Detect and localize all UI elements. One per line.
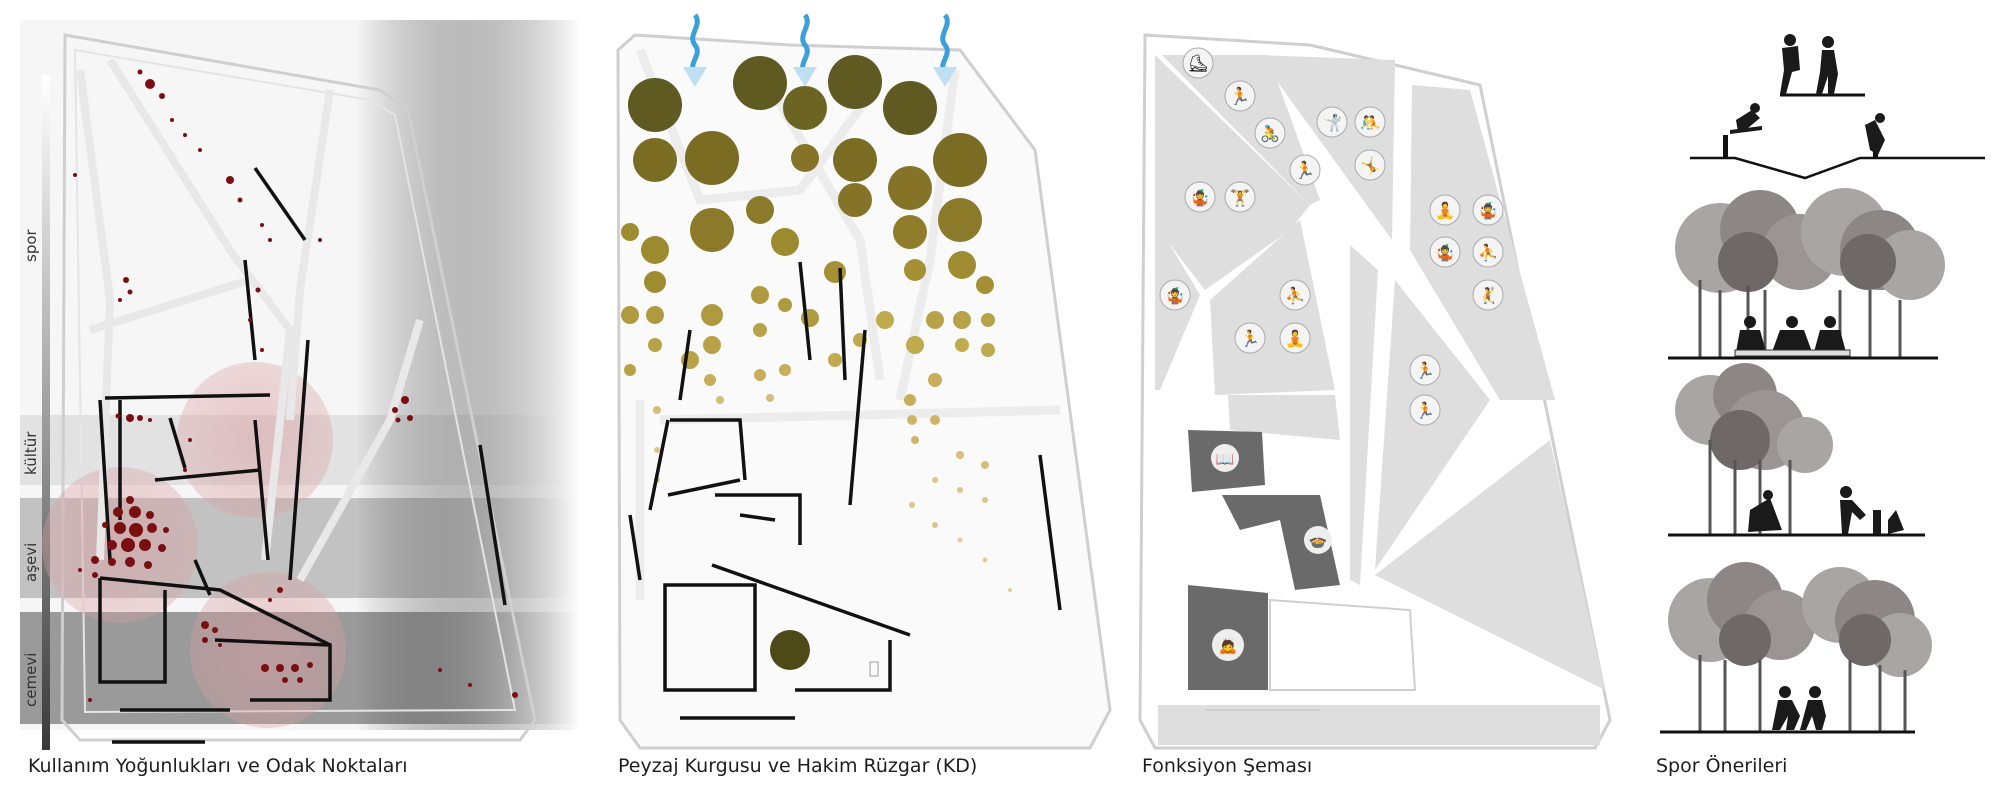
tree-silhouette-icon xyxy=(1675,363,1833,535)
focus-area xyxy=(177,362,333,518)
landscape-caption: Peyzaj Kurgusu ve Hakim Rüzgar (KD) xyxy=(618,755,978,777)
svg-text:🤹: 🤹 xyxy=(1435,243,1455,262)
svg-text:🤾: 🤾 xyxy=(1478,286,1498,305)
juggling-icon: 🤹 xyxy=(1159,279,1191,311)
running-icon: 🏃 xyxy=(1409,354,1441,386)
person-silhouette-icon xyxy=(1730,103,1885,155)
svg-text:🏃: 🏃 xyxy=(1229,86,1250,106)
svg-text:🤹: 🤹 xyxy=(1190,188,1210,207)
running-icon: 🏃 xyxy=(1289,154,1321,186)
cycling-icon: 🚴 xyxy=(1254,117,1286,149)
meal-icon: 🍲 xyxy=(1304,526,1332,554)
svg-text:🏋: 🏋 xyxy=(1230,188,1250,207)
usage-panel xyxy=(20,20,580,750)
zone-label-kultur: kültür xyxy=(22,431,40,475)
person-silhouette-icon xyxy=(1748,486,1904,534)
zone-label-cemevi: cemevi xyxy=(22,652,40,707)
focus-area xyxy=(190,572,346,728)
ball-exercise-icon: ⛹ xyxy=(1472,236,1504,268)
skate-scene xyxy=(1690,34,1985,180)
yoga-icon: 🧘 xyxy=(1429,194,1461,226)
tree-silhouette-icon xyxy=(1675,188,1945,358)
svg-text:🧘: 🧘 xyxy=(1285,329,1305,348)
exercise-icon: 🤾 xyxy=(1472,279,1504,311)
zone-label-spor: spor xyxy=(22,229,40,262)
exercise-icon: 🤸 xyxy=(1354,149,1386,181)
exercise-icon: 🏋 xyxy=(1224,181,1256,213)
svg-text:🤼: 🤼 xyxy=(1360,115,1380,132)
svg-text:🍲: 🍲 xyxy=(1309,532,1328,550)
person-silhouette-icon xyxy=(1772,686,1826,730)
yoga-icon: 🧘 xyxy=(1279,322,1311,354)
usage-caption: Kullanım Yoğunlukları ve Odak Noktaları xyxy=(28,755,408,777)
functions-caption: Fonksiyon Şeması xyxy=(1142,755,1313,777)
svg-text:🙇: 🙇 xyxy=(1219,637,1238,655)
juggling-icon: 🤹 xyxy=(1429,236,1461,268)
activity-icons: ⛸ 🏃 🚴 🏃 🤺 🤼 🤸 🤹 🏋 🤹 ⛹ 🏃 🧘 🧘 🤹 🤹 ⛹ 🤾 🏃 🏃 … xyxy=(1159,47,1504,661)
svg-text:📖: 📖 xyxy=(1216,451,1235,468)
reading-icon: 📖 xyxy=(1211,444,1239,472)
skateboard-icon: ⛸ xyxy=(1182,47,1214,79)
yoga-icon xyxy=(1736,316,1846,352)
svg-text:🚴: 🚴 xyxy=(1260,124,1280,143)
svg-text:🤹: 🤹 xyxy=(1165,286,1185,305)
juggling-icon: 🤹 xyxy=(1472,194,1504,226)
svg-text:⛹: ⛹ xyxy=(1478,243,1498,262)
person-silhouette-icon xyxy=(1780,34,1838,94)
intensity-scale-bar xyxy=(42,75,50,750)
zone-label-asevi: aşevi xyxy=(22,542,40,582)
tree-silhouette-icon xyxy=(1668,562,1932,732)
prayer-icon: 🙇 xyxy=(1212,629,1244,661)
svg-text:🤹: 🤹 xyxy=(1478,201,1498,220)
running-icon: 🏃 xyxy=(1224,80,1256,112)
sports-panel xyxy=(1660,34,1985,734)
martial-arts-icon: 🤼 xyxy=(1354,106,1386,138)
svg-text:🧘: 🧘 xyxy=(1435,201,1455,220)
svg-text:🤺: 🤺 xyxy=(1322,113,1342,132)
svg-text:⛹: ⛹ xyxy=(1285,286,1305,305)
svg-text:🏃: 🏃 xyxy=(1415,361,1435,380)
ball-exercise-icon: ⛹ xyxy=(1279,279,1311,311)
sports-caption: Spor Önerileri xyxy=(1656,755,1788,777)
svg-text:⛸: ⛸ xyxy=(1187,54,1209,73)
svg-text:🏃: 🏃 xyxy=(1415,401,1435,420)
svg-text:🏃: 🏃 xyxy=(1240,329,1260,348)
svg-text:🏃: 🏃 xyxy=(1294,160,1315,180)
svg-text:🤸: 🤸 xyxy=(1360,156,1380,175)
exercise-icon: 🏃 xyxy=(1234,322,1266,354)
boxing-icon: 🤺 xyxy=(1316,106,1348,138)
functions-panel: ⛸ 🏃 🚴 🏃 🤺 🤼 🤸 🤹 🏋 🤹 ⛹ 🏃 🧘 🧘 🤹 🤹 ⛹ 🤾 🏃 🏃 … xyxy=(1138,33,1612,750)
running-icon: 🏃 xyxy=(1409,394,1441,426)
landscape-panel xyxy=(616,15,1112,750)
density-dots xyxy=(73,69,518,702)
juggling-icon: 🤹 xyxy=(1184,181,1216,213)
tree-icon xyxy=(621,55,1012,670)
